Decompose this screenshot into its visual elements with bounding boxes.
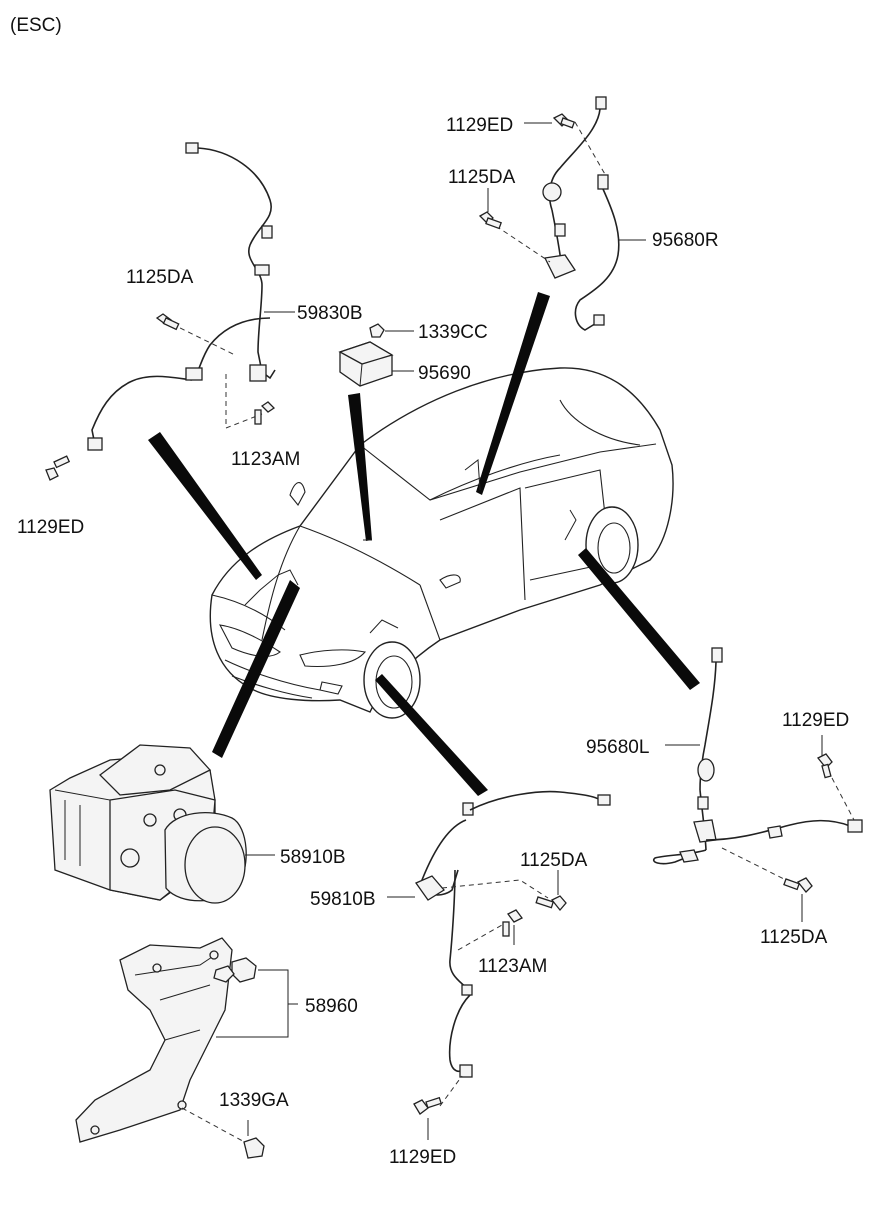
bolt-1129ed-fr (413, 1096, 442, 1115)
label-rl-bolt-end: 1125DA (760, 927, 828, 948)
label-fr-sensor: 59810B (310, 889, 376, 910)
hecu-modulator (49, 744, 247, 904)
label-bracket-nut: 1339GA (219, 1090, 289, 1111)
label-fl-bolt-end: 1129ED (17, 517, 84, 538)
bolt-1125da-fl (155, 313, 180, 331)
rear-right-wheel-sensor (495, 96, 620, 331)
label-rl-bolt-top: 1129ED (782, 710, 849, 731)
bolt-1125da-rr (478, 211, 502, 230)
vehicle-body (209, 367, 674, 719)
hecu-bracket (75, 937, 265, 1159)
bolt-1129ed-fl (45, 455, 71, 481)
label-rr-bolt-top: 1129ED (446, 115, 513, 136)
pointer-wedges (148, 292, 700, 796)
bolt-1123am-fl (254, 401, 276, 425)
yaw-rate-sensor (338, 323, 394, 387)
car-harness (244, 459, 577, 634)
bolt-1125da-fr (535, 895, 567, 912)
variant-header: (ESC) (10, 15, 62, 36)
label-yaw-sensor: 95690 (418, 363, 471, 384)
label-fr-bolt-mid: 1123AM (478, 956, 547, 977)
bolt-1125da-rl (783, 877, 813, 893)
front-left-wheel-sensor (87, 142, 276, 451)
label-yaw-nut: 1339CC (418, 322, 488, 343)
front-right-wheel-sensor (415, 790, 611, 1107)
label-rl-sensor: 95680L (586, 737, 649, 758)
label-fr-bolt-end: 1129ED (389, 1147, 456, 1168)
wedge-yaw (348, 393, 372, 541)
label-fr-bolt-top: 1125DA (520, 850, 588, 871)
label-hecu: 58910B (280, 847, 346, 868)
bolt-1123am-fr (502, 909, 523, 937)
label-fl-sensor: 59830B (297, 303, 363, 324)
wedge-rr (476, 292, 550, 495)
wedge-hecu (212, 580, 300, 758)
wedge-fr (375, 674, 488, 796)
label-rr-sensor: 95680R (652, 230, 719, 251)
wedge-rl (578, 548, 700, 690)
rear-left-wheel-sensor (653, 647, 863, 883)
wedge-fl (148, 432, 262, 580)
label-bracket: 58960 (305, 996, 358, 1017)
label-fl-bolt-low: 1123AM (231, 449, 300, 470)
bolt-1129ed-rl (816, 753, 833, 779)
label-fl-bolt: 1125DA (126, 267, 194, 288)
label-rr-bolt-mid: 1125DA (448, 167, 516, 188)
bolt-1129ed-rr (552, 113, 576, 129)
